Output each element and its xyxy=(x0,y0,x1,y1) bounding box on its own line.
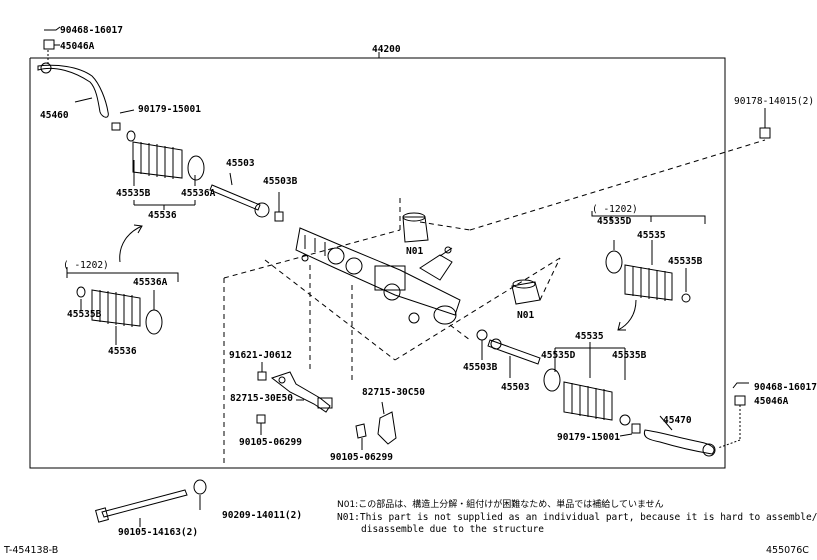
callout-45535b-inset: 45535B xyxy=(67,309,102,320)
long-bolt-icon xyxy=(101,489,188,518)
callout-45535b-inset-right: 45535B xyxy=(668,256,703,267)
callout-n01-top: N01 xyxy=(406,246,424,257)
callout-90209: 90209-14011(2) xyxy=(222,510,303,521)
callout-82715-30e50: 82715-30E50 xyxy=(230,393,293,404)
callout-45503b-top: 45503B xyxy=(263,176,298,187)
bushing-icon-top xyxy=(402,216,429,243)
callout-45046a-top: 45046A xyxy=(60,41,95,52)
clamp-icon-left-b xyxy=(187,155,205,181)
cotter-pin-icon-top xyxy=(44,26,61,31)
callout-82715-30c50: 82715-30C50 xyxy=(362,387,425,398)
nut-icon-left xyxy=(111,122,121,131)
callout-90179-bottom: 90179-15001 xyxy=(557,432,620,443)
cotter-pin-icon-right xyxy=(732,382,749,389)
footer-left-code: T-454138-B xyxy=(4,545,59,556)
inner-tie-rod-icon xyxy=(209,184,261,211)
inner-tie-rod-right-icon xyxy=(487,339,541,365)
tie-rod-end-left-icon xyxy=(37,64,109,118)
nut-icon-90178 xyxy=(759,127,771,139)
callout-45470: 45470 xyxy=(663,415,692,426)
gear-end-icon xyxy=(433,305,457,325)
note-line-3: disassemble due to the structure xyxy=(361,524,545,535)
inset-left-range: ( -1202) xyxy=(63,260,109,271)
callout-45535-inset: 45535 xyxy=(637,230,666,241)
callout-45503: 45503 xyxy=(226,158,255,169)
callout-90105-14163: 90105-14163(2) xyxy=(118,527,199,538)
note-line-1: N01:この部品は、構造上分解・組付けが困難なため、単品では補給していません xyxy=(337,500,664,510)
callout-45535b-right: 45535B xyxy=(612,350,647,361)
boot-icon-inset-right xyxy=(624,264,673,301)
bracket-icon-30c50 xyxy=(377,411,397,445)
nut-icon-top xyxy=(43,39,55,50)
callout-45536-inset: 45536 xyxy=(108,346,137,357)
washer-icon-90209 xyxy=(193,479,207,495)
boot-icon-left xyxy=(132,141,183,179)
callout-90468-top: 90468-16017 xyxy=(60,25,123,36)
gear-housing-icon xyxy=(295,227,461,316)
valve-body-icon xyxy=(374,265,406,291)
callout-45535d-inset: 45535D xyxy=(597,216,632,227)
nut-icon-bottom xyxy=(631,423,641,434)
callout-45536a-inset: 45536A xyxy=(133,277,168,288)
clamp-icon-inset-right xyxy=(605,250,623,274)
callout-n01-mid: N01 xyxy=(517,310,535,321)
callout-45536a-top: 45536A xyxy=(181,188,216,199)
tie-rod-end-right-icon xyxy=(643,429,715,455)
bolt-icon-91621 xyxy=(257,371,267,381)
washer-icon-45503b xyxy=(274,211,284,222)
assembly-number-label: 44200 xyxy=(372,44,401,55)
inset-right-range: ( -1202) xyxy=(592,204,638,215)
nut-icon-right xyxy=(734,395,746,406)
dashed-line-a xyxy=(223,229,401,279)
callout-90105-06299-b: 90105-06299 xyxy=(330,452,393,463)
callout-45535d-right: 45535D xyxy=(541,350,576,361)
callout-91621: 91621-J0612 xyxy=(229,350,292,361)
sensor-bracket-icon xyxy=(270,371,331,413)
callout-45536-top: 45536 xyxy=(148,210,177,221)
arrow-left-inset xyxy=(119,225,143,263)
callout-90105-06299-a: 90105-06299 xyxy=(239,437,302,448)
callout-45046a-right: 45046A xyxy=(754,396,789,407)
clamp-icon-inset-left xyxy=(145,309,163,335)
bushing-icon-mid xyxy=(511,281,541,305)
note-line-2: N01:This part is not supplied as an indi… xyxy=(337,512,817,523)
callout-90178: 90178-14015(2) xyxy=(734,96,815,107)
clamp-icon-left-a xyxy=(126,130,136,142)
callout-45460: 45460 xyxy=(40,110,69,121)
assembly-frame xyxy=(29,57,726,469)
arrow-right-inset xyxy=(617,299,637,331)
callout-45503-right: 45503 xyxy=(501,382,530,393)
callout-90468-right: 90468-16017 xyxy=(754,382,817,393)
footer-right-code: 455076C xyxy=(766,545,809,556)
bolt-icon-90105-a xyxy=(256,414,266,424)
callout-45535-right: 45535 xyxy=(575,331,604,342)
bolt-icon-90105-b xyxy=(355,423,367,439)
callout-45503b-right: 45503B xyxy=(463,362,498,373)
callout-45535b-left: 45535B xyxy=(116,188,151,199)
callout-90179-top: 90179-15001 xyxy=(138,104,201,115)
clamp-icon-right xyxy=(543,368,561,392)
